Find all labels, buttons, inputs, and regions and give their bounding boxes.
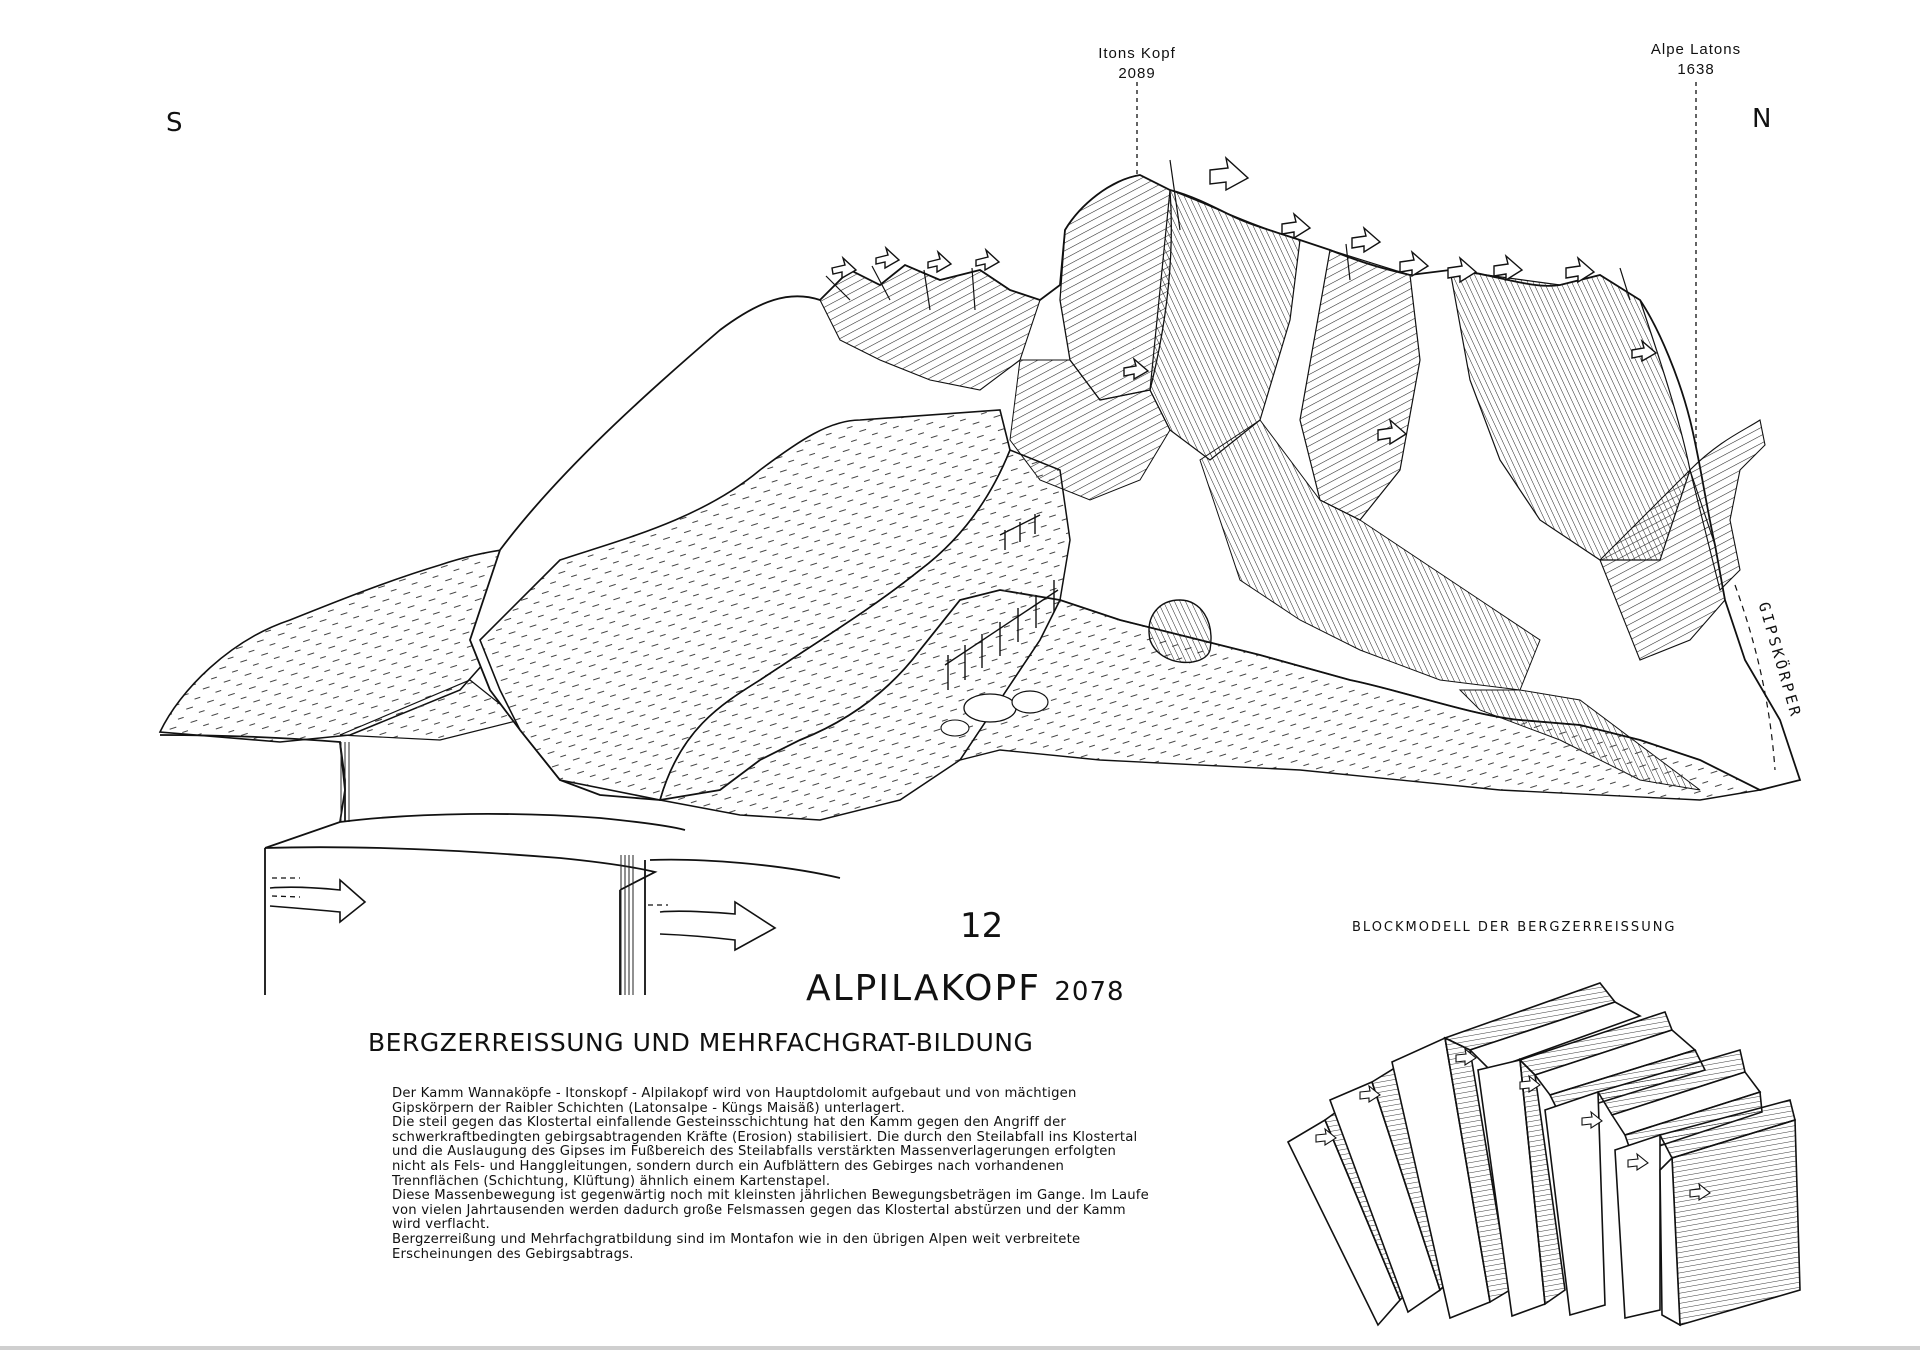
description-paragraph: Bergzerreißung und Mehrfachgratbildung s… (392, 1231, 1081, 1262)
grass-slopes (479, 409, 1763, 821)
peak-elevation: 1638 (1677, 61, 1715, 78)
gipskoerper-boundary (1734, 584, 1776, 771)
plate-number: 12 (960, 906, 1004, 946)
scan-bottom-edge (0, 1346, 1920, 1350)
crest-fault-lines (825, 159, 1631, 311)
peak-label-itons-kopf: Itons Kopf 2089 (1077, 44, 1197, 84)
compass-north-label: N (1752, 104, 1772, 134)
description-text: Der Kamm Wannaköpfe - Itonskopf - Alpila… (392, 1086, 1152, 1262)
description-paragraph: Diese Massenbewegung ist gegenwärtig noc… (392, 1188, 1149, 1233)
plate-subtitle: BERGZERREISSUNG UND MEHRFACHGRAT-BILDUNG (368, 1028, 1034, 1057)
description-paragraph: Der Kamm Wannaköpfe - Itonskopf - Alpila… (392, 1086, 1077, 1116)
description-paragraph: Die steil gegen das Klostertal einfallen… (392, 1115, 1138, 1189)
peak-name: Itons Kopf (1098, 45, 1176, 62)
peak-elevation: 2089 (1118, 65, 1156, 82)
compass-south-label: S (166, 108, 183, 138)
block-model-illustration (1286, 982, 1801, 1327)
peak-label-alpe-latons: Alpe Latons 1638 (1636, 40, 1756, 80)
plate-title: ALPILAKOPF 2078 (806, 968, 1125, 1009)
plate-title-name: ALPILAKOPF (806, 968, 1041, 1009)
peak-name: Alpe Latons (1650, 41, 1742, 58)
block-model-title: BLOCKMODELL DER BERGZERREISSUNG (1352, 920, 1677, 935)
plate-title-elevation: 2078 (1054, 977, 1125, 1007)
crest-movement-arrows (831, 156, 1658, 446)
left-block-diagram (159, 734, 841, 995)
